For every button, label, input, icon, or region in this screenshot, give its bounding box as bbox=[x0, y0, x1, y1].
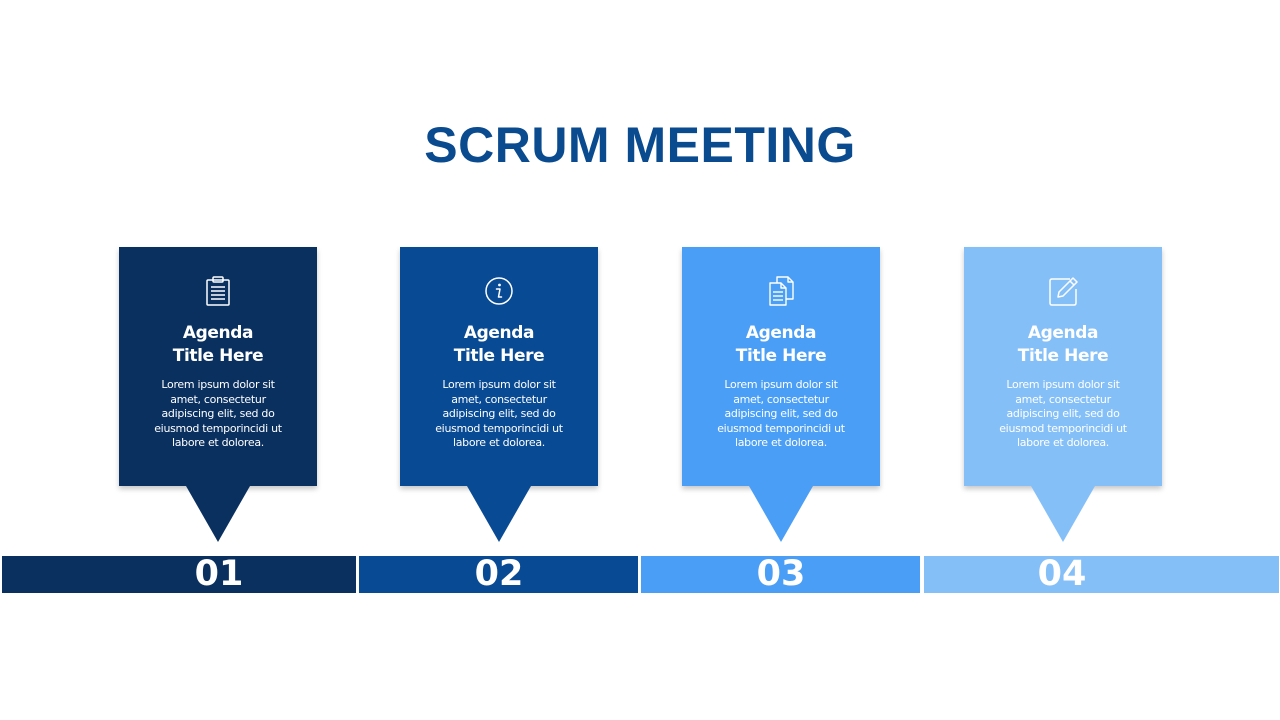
timeline-segment-1: 01 bbox=[2, 554, 356, 594]
step-description: Lorem ipsum dolor sit amet, consectetur … bbox=[717, 378, 845, 449]
step-description: Lorem ipsum dolor sit amet, consectetur … bbox=[435, 378, 563, 449]
step-title: Agenda Title Here bbox=[735, 323, 827, 366]
timeline-segment-2: 02 bbox=[359, 554, 638, 594]
edit-icon bbox=[1048, 275, 1078, 307]
info-icon bbox=[484, 275, 514, 307]
step-description: Lorem ipsum dolor sit amet, consectetur … bbox=[999, 378, 1127, 449]
step-pointer-2 bbox=[467, 486, 531, 542]
step-pointer-4 bbox=[1031, 486, 1095, 542]
timeline-segment-3: 03 bbox=[641, 554, 920, 594]
step-title: Agenda Title Here bbox=[453, 323, 545, 366]
step-card-4: Agenda Title Here Lorem ipsum dolor sit … bbox=[964, 247, 1162, 486]
step-card-2: Agenda Title Here Lorem ipsum dolor sit … bbox=[400, 247, 598, 486]
documents-icon bbox=[766, 275, 796, 307]
step-title: Agenda Title Here bbox=[1017, 323, 1109, 366]
step-card-1: Agenda Title Here Lorem ipsum dolor sit … bbox=[119, 247, 317, 486]
timeline-segment-4: 04 bbox=[924, 554, 1279, 594]
page-title: SCRUM MEETING bbox=[424, 117, 856, 173]
step-number: 04 bbox=[1037, 554, 1087, 594]
step-number: 01 bbox=[194, 554, 244, 594]
step-number: 02 bbox=[474, 554, 524, 594]
clipboard-icon bbox=[203, 275, 233, 307]
step-description: Lorem ipsum dolor sit amet, consectetur … bbox=[154, 378, 282, 449]
step-number: 03 bbox=[756, 554, 806, 594]
step-card-3: Agenda Title Here Lorem ipsum dolor sit … bbox=[682, 247, 880, 486]
step-title: Agenda Title Here bbox=[172, 323, 264, 366]
step-pointer-3 bbox=[749, 486, 813, 542]
step-pointer-1 bbox=[186, 486, 250, 542]
